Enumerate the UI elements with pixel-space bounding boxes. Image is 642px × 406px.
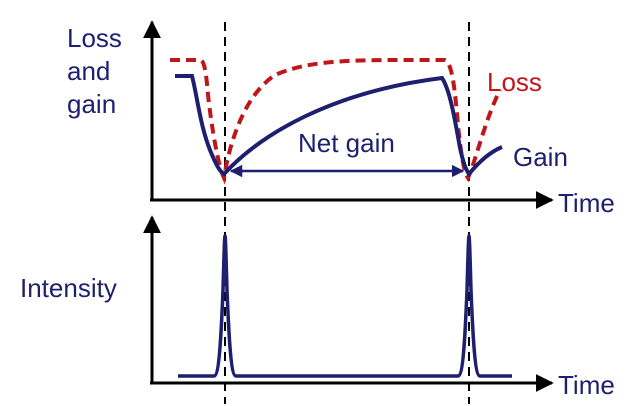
- top-x-label: Time: [558, 188, 615, 218]
- top-y-label-line-2: and: [67, 56, 110, 86]
- top-y-label-line-3: gain: [67, 89, 116, 119]
- gain-curve: [175, 74, 503, 178]
- bottom-y-label: Intensity: [20, 273, 117, 303]
- gain-label: Gain: [513, 142, 568, 172]
- top-y-label-line-1: Loss: [67, 23, 122, 53]
- bottom-x-label: Time: [558, 370, 615, 400]
- intensity-curve: [178, 234, 512, 378]
- loss-label: Loss: [487, 67, 542, 97]
- loss-curve: [170, 58, 502, 185]
- net-gain-label: Net gain: [298, 128, 395, 158]
